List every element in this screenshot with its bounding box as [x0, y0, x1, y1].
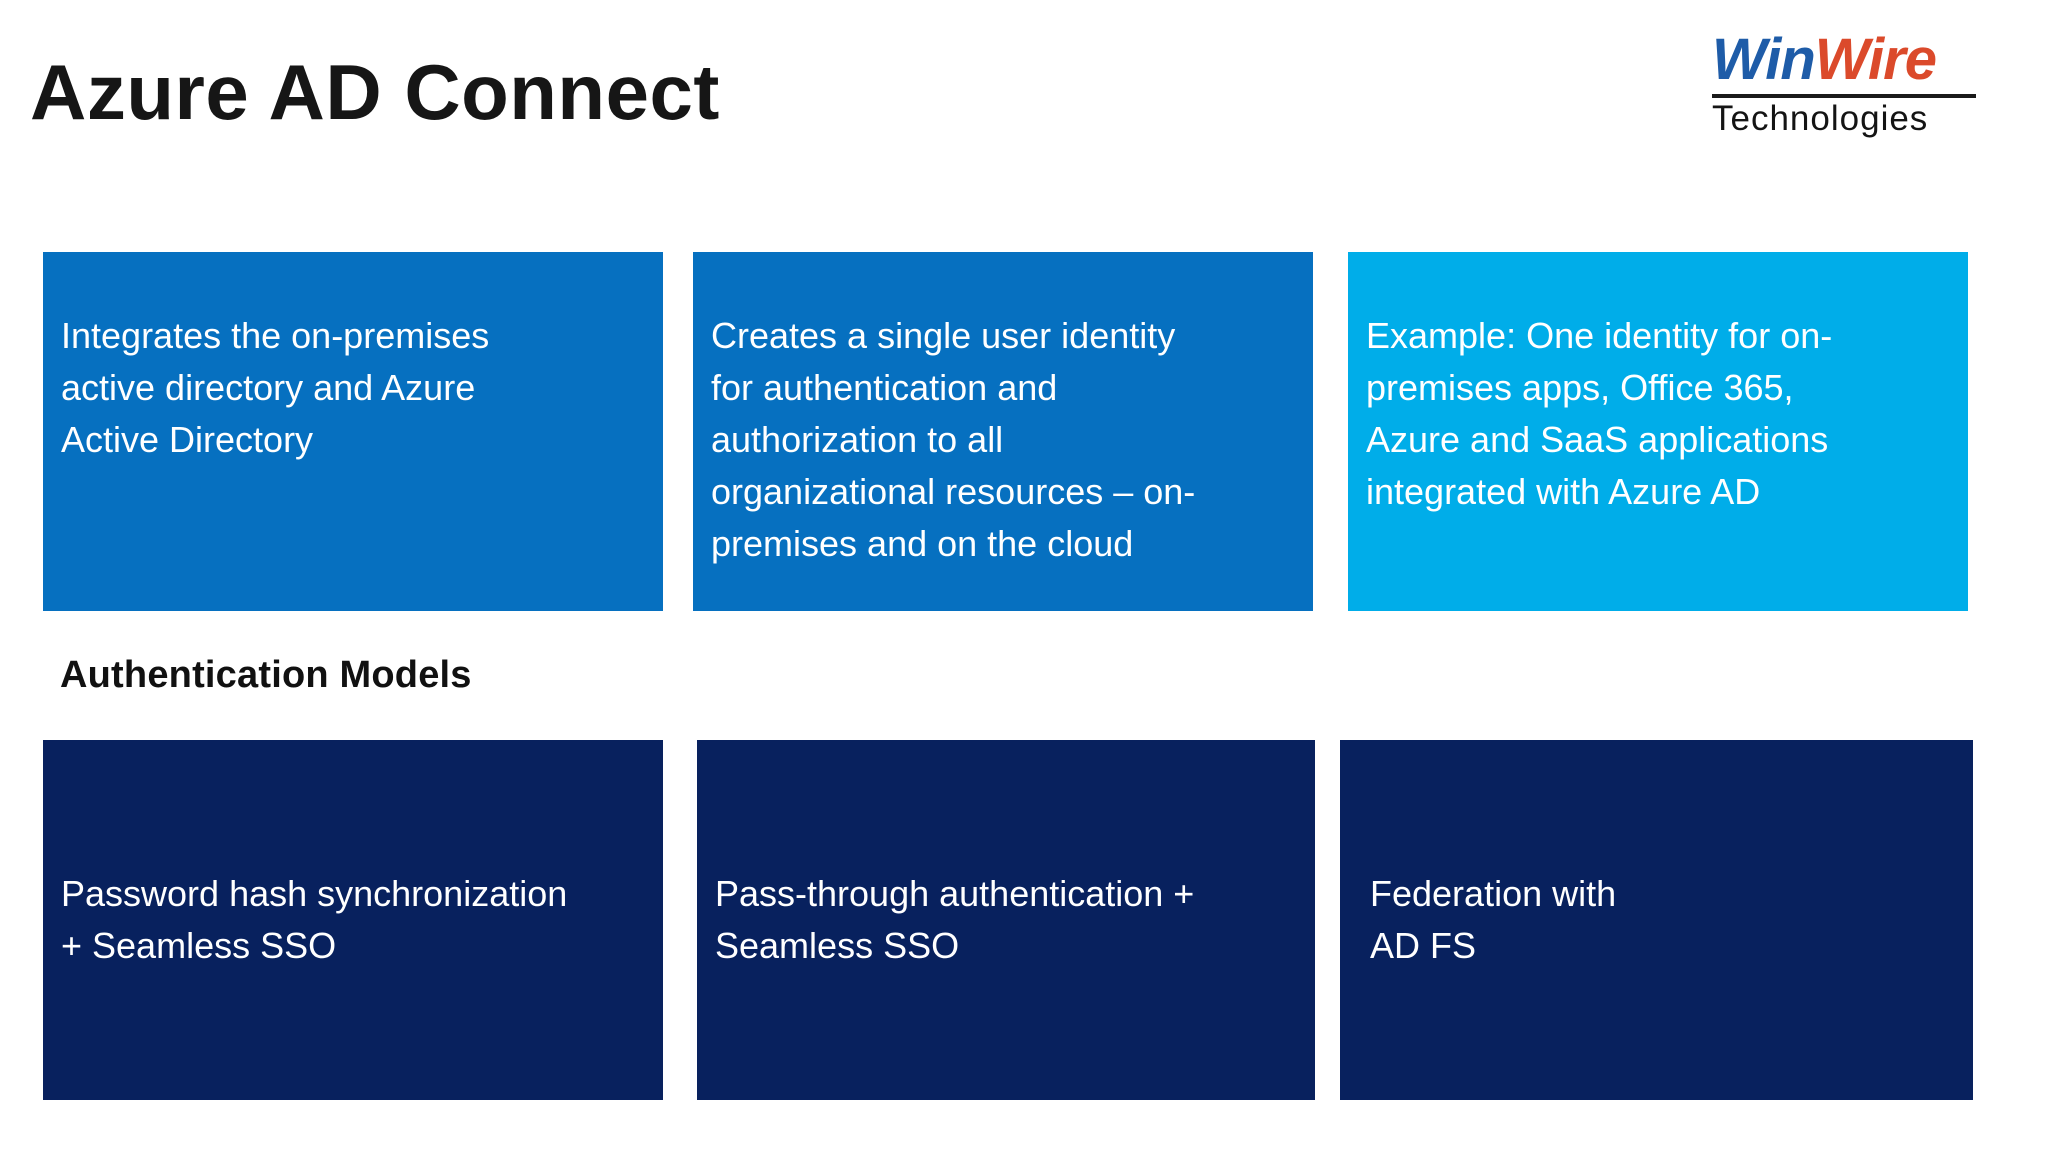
page-title: Azure AD Connect	[30, 48, 720, 136]
logo-win-text: Win	[1712, 27, 1816, 92]
logo-wordmark: WinWire	[1712, 28, 1978, 92]
logo-underline	[1712, 94, 1976, 98]
section-heading: Authentication Models	[60, 654, 472, 696]
model-card: Password hash synchronization + Seamless…	[43, 740, 663, 1100]
info-card: Example: One identity for on- premises a…	[1348, 252, 1968, 611]
info-card: Creates a single user identity for authe…	[693, 252, 1313, 611]
model-card: Pass-through authentication + Seamless S…	[697, 740, 1315, 1100]
model-card: Federation with AD FS	[1340, 740, 1973, 1100]
info-card: Integrates the on-premises active direct…	[43, 252, 663, 611]
logo-wire-text: Wire	[1814, 27, 1937, 92]
winwire-logo: WinWire Technologies	[1712, 28, 1978, 138]
logo-subtitle: Technologies	[1712, 99, 1929, 138]
